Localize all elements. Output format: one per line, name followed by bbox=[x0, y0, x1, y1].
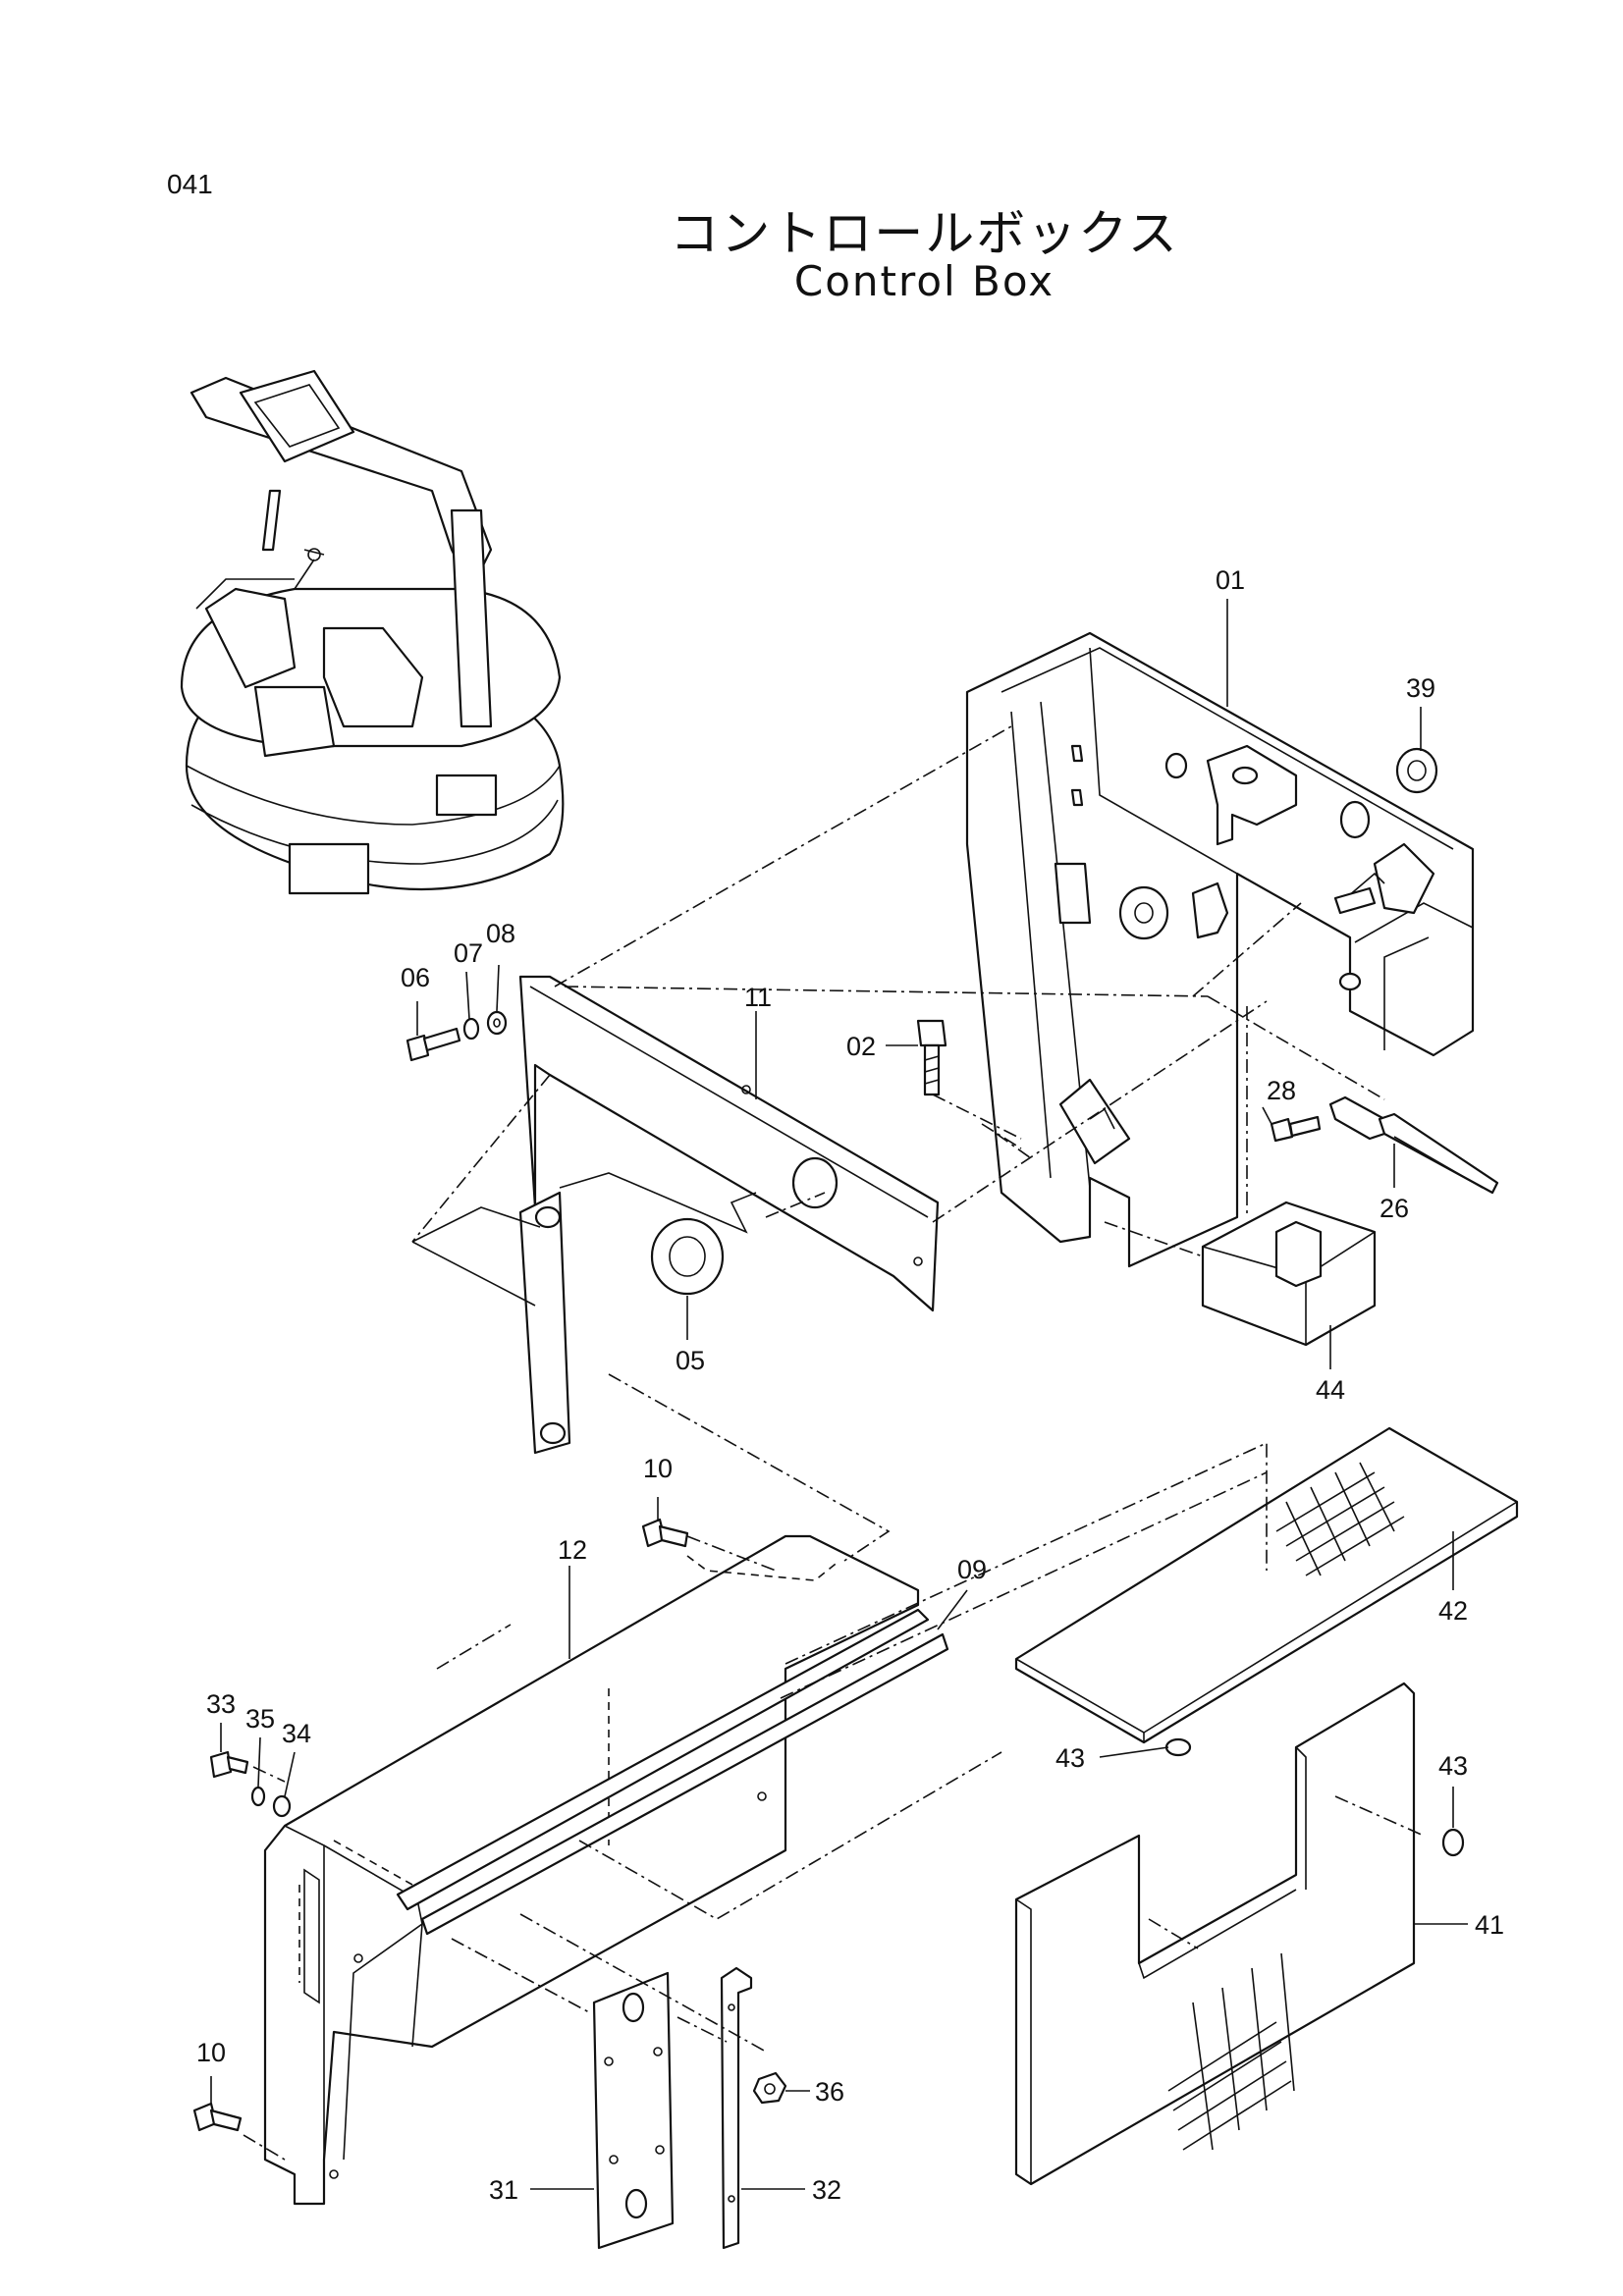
callout-35: 35 bbox=[245, 1704, 275, 1734]
page-number: 041 bbox=[167, 169, 213, 199]
callout-44: 44 bbox=[1316, 1375, 1345, 1405]
callout-10-lower: 10 bbox=[196, 2038, 226, 2067]
callout-06: 06 bbox=[401, 963, 430, 992]
part-34-washer bbox=[272, 1794, 292, 1818]
part-36-nut bbox=[752, 2071, 787, 2105]
part-35-spring-washer bbox=[250, 1786, 266, 1807]
callout-01: 01 bbox=[1216, 565, 1245, 595]
callout-05: 05 bbox=[676, 1346, 705, 1375]
callout-11: 11 bbox=[744, 983, 772, 1012]
part-33-bolt bbox=[209, 1750, 249, 1779]
callout-43-left: 43 bbox=[1055, 1743, 1085, 1773]
part-11-panel bbox=[411, 975, 940, 1455]
part-41-mat bbox=[1014, 1682, 1416, 2186]
part-26-rod bbox=[1328, 1095, 1499, 1195]
part-42-mat bbox=[1014, 1426, 1519, 1744]
part-07-spring-washer bbox=[462, 1017, 480, 1041]
part-02-bolt bbox=[916, 1019, 947, 1096]
callout-43-right: 43 bbox=[1438, 1751, 1468, 1781]
callout-36: 36 bbox=[815, 2077, 844, 2107]
callout-32: 32 bbox=[812, 2175, 841, 2205]
part-10-bolt-lower bbox=[192, 2102, 243, 2132]
callout-09: 09 bbox=[957, 1555, 987, 1584]
part-43-clip-a bbox=[1164, 1737, 1192, 1757]
part-06-bolt bbox=[406, 1027, 461, 1062]
callout-33: 33 bbox=[206, 1689, 236, 1719]
part-01-control-box-frame bbox=[965, 631, 1475, 1268]
callout-28: 28 bbox=[1267, 1076, 1296, 1105]
part-32-bracket bbox=[720, 1966, 753, 2250]
part-44-block bbox=[1201, 1201, 1377, 1347]
title-english: Control Box bbox=[793, 257, 1055, 305]
callout-02: 02 bbox=[846, 1032, 876, 1061]
callout-10-upper: 10 bbox=[643, 1454, 673, 1483]
title-japanese: コントロールボックス bbox=[670, 205, 1179, 262]
callout-12: 12 bbox=[558, 1535, 587, 1565]
callout-34: 34 bbox=[282, 1719, 311, 1748]
callout-42: 42 bbox=[1438, 1596, 1468, 1626]
part-31-plate bbox=[592, 1971, 675, 2250]
part-05-grommet bbox=[650, 1217, 725, 1296]
callout-39: 39 bbox=[1406, 673, 1435, 703]
part-39-grommet bbox=[1395, 747, 1438, 794]
assembly-lines bbox=[243, 725, 1425, 2161]
part-43-clip-b bbox=[1441, 1828, 1465, 1857]
part-08-washer bbox=[486, 1010, 508, 1036]
callout-41: 41 bbox=[1475, 1910, 1504, 1940]
leader-lines bbox=[210, 599, 1468, 2190]
part-28-bolt bbox=[1270, 1115, 1322, 1143]
callout-31: 31 bbox=[489, 2175, 518, 2205]
machine-overview-illustration bbox=[180, 369, 565, 895]
callout-labels: 01 39 02 28 26 44 11 05 06 07 08 10 09 1… bbox=[196, 565, 1504, 2205]
part-09-strip bbox=[396, 1608, 949, 1936]
callout-08: 08 bbox=[486, 919, 515, 948]
callout-07: 07 bbox=[454, 938, 483, 968]
callout-26: 26 bbox=[1380, 1194, 1409, 1223]
part-10-bolt-upper bbox=[641, 1518, 689, 1548]
